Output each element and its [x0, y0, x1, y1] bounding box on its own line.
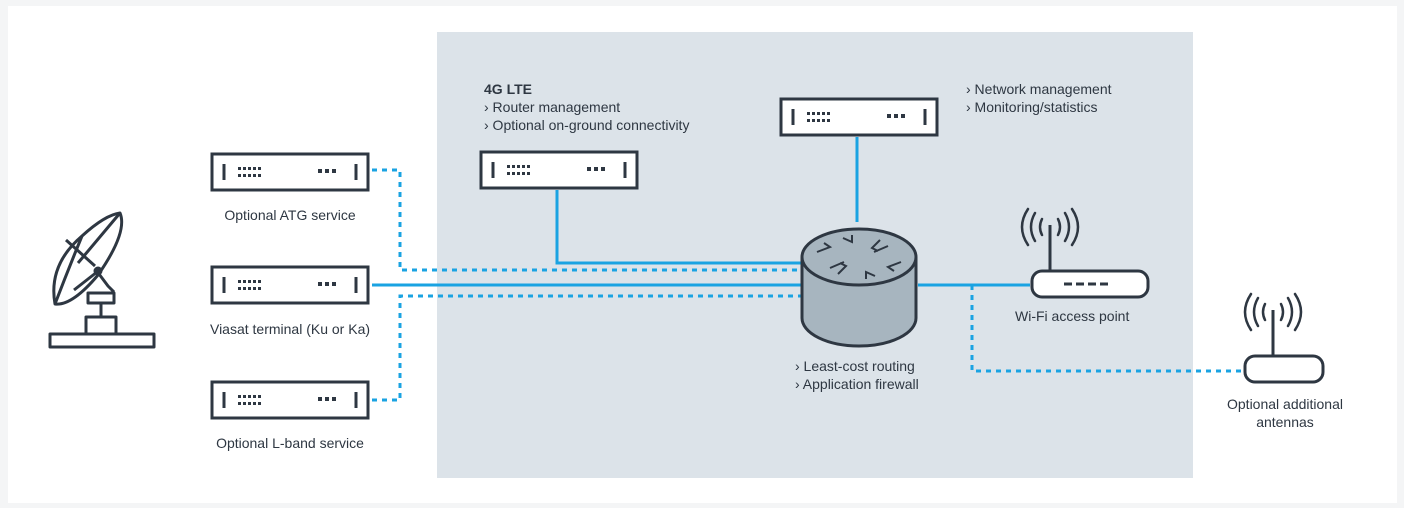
netmgmt-feature-network-management: › Network management — [966, 81, 1112, 97]
router-feature-least-cost: › Least-cost routing — [795, 358, 915, 374]
lte-feature-on-ground: › Optional on-ground connectivity — [484, 117, 690, 133]
antenna-router-icon — [1243, 292, 1325, 384]
satellite-dish-icon — [48, 211, 156, 349]
netmgmt-feature-monitoring: › Monitoring/statistics — [966, 99, 1098, 115]
lband-label: Optional L-band service — [216, 435, 364, 451]
router-icon — [800, 227, 918, 348]
antennas-label-line-1: Optional additional — [1227, 396, 1343, 412]
netmgmt-label-block: › Network management › Monitoring/statis… — [966, 80, 1112, 116]
rack-device-icon — [210, 152, 370, 192]
connection-atg-router — [372, 168, 805, 272]
rack-device-icon — [210, 265, 370, 305]
lte-label-block: 4G LTE › Router management › Optional on… — [484, 80, 689, 134]
lte-feature-router-management: › Router management — [484, 99, 621, 115]
viasat-terminal-label: Viasat terminal (Ku or Ka) — [209, 321, 371, 337]
router-feature-firewall: › Application firewall — [795, 376, 919, 392]
rack-device-icon — [210, 380, 370, 420]
rack-device-icon — [779, 97, 939, 137]
antennas-label: Optional additional antennas — [1210, 395, 1360, 431]
connection-lband-router — [372, 294, 805, 402]
rack-device-icon — [479, 150, 639, 190]
lte-title: 4G LTE — [484, 81, 532, 97]
wifi-access-point-icon — [1020, 207, 1150, 299]
router-label-block: › Least-cost routing › Application firew… — [795, 357, 919, 393]
wifi-label: Wi-Fi access point — [1015, 308, 1130, 324]
connection-lte-router — [555, 190, 805, 265]
atg-label: Optional ATG service — [224, 207, 356, 223]
connections — [372, 137, 1245, 402]
antennas-label-line-2: antennas — [1256, 414, 1314, 430]
